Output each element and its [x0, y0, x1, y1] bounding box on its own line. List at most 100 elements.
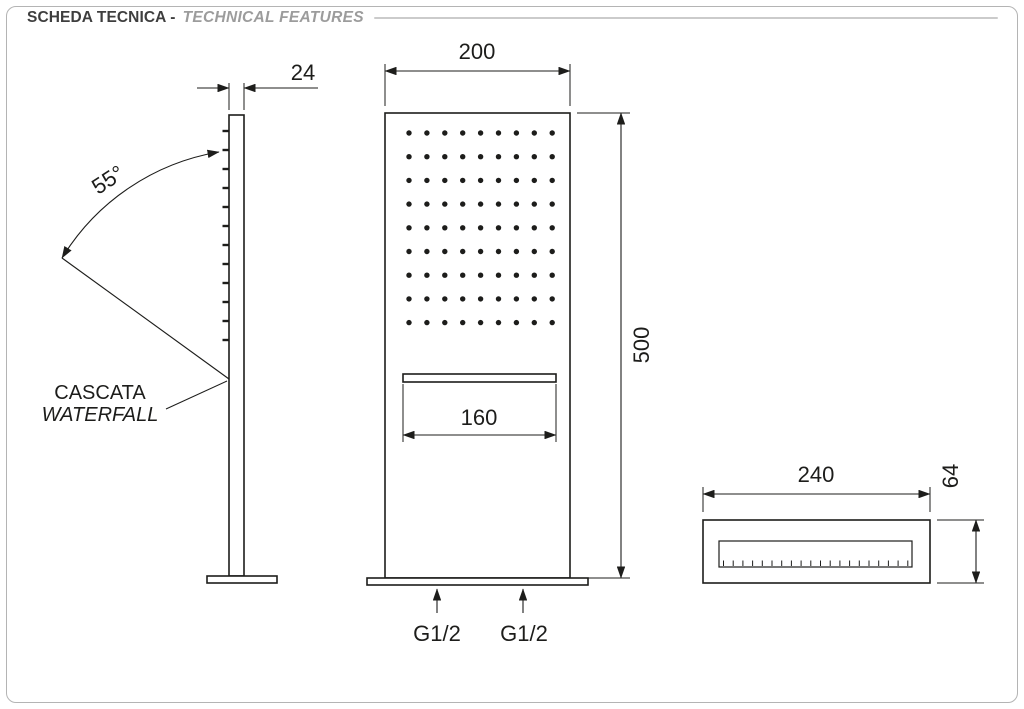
spray-nozzle-dot [406, 130, 412, 136]
spray-nozzle-dot [442, 319, 448, 326]
spray-nozzle-dot [531, 248, 537, 255]
spray-nozzle-dot [549, 248, 555, 255]
spray-nozzle-dot [495, 154, 502, 160]
spray-nozzle-dot [406, 296, 412, 302]
spray-nozzle-grid [406, 130, 555, 326]
spray-nozzle-dot [477, 201, 484, 207]
front-panel-body [384, 112, 571, 579]
dim-width: 200 [459, 39, 496, 64]
spray-nozzle-dot [424, 201, 430, 207]
sheet-title: SCHEDA TECNICA - [27, 9, 176, 26]
spray-nozzle-dot [406, 319, 412, 326]
spray-nozzle-dot [495, 272, 502, 278]
spray-nozzle-dot [424, 319, 430, 326]
spray-nozzle-dot [477, 272, 484, 278]
spray-nozzle-dot [406, 272, 412, 278]
spray-nozzle-dot [442, 248, 448, 255]
waterfall-label-en: WATERFALL [42, 404, 159, 426]
spray-nozzle-dot [513, 319, 520, 326]
spray-nozzle-dot [460, 248, 466, 255]
waterfall-label-it: CASCATA [54, 382, 146, 404]
front-view: 200 500 160 G1/2 G1/2 [366, 39, 654, 646]
side-panel-base [206, 575, 278, 584]
spray-nozzle-dot [495, 130, 502, 136]
header-rule [373, 17, 998, 19]
spray-nozzle-dot [531, 225, 537, 231]
spray-nozzle-dot [460, 319, 466, 326]
spray-nozzle-dot [495, 248, 502, 255]
spray-nozzle-dot [531, 296, 537, 302]
spray-nozzle-dot [477, 154, 484, 160]
header: SCHEDA TECNICA - TECHNICAL FEATURES [27, 9, 998, 27]
spray-nozzle-dot [442, 225, 448, 231]
spray-nozzle-dot [549, 154, 555, 160]
spray-nozzle-dot [513, 177, 520, 184]
spray-nozzle-dot [460, 177, 466, 184]
spray-nozzle-dot [477, 319, 484, 326]
spray-nozzle-dot [406, 225, 412, 231]
spray-nozzle-dot [495, 225, 502, 231]
side-view: 24 55° CASCATA WATERFALL [42, 60, 318, 584]
spray-nozzle-dot [424, 248, 430, 255]
side-panel-body [228, 114, 245, 577]
spray-nozzle-dot [513, 154, 520, 160]
spray-nozzle-dot [549, 177, 555, 184]
dim-height: 500 [629, 327, 654, 364]
spray-nozzle-dot [549, 319, 555, 326]
spray-nozzle-dot [495, 201, 502, 207]
dim-thickness: 24 [291, 60, 315, 85]
spray-nozzle-dot [424, 130, 430, 136]
dim-spout-depth: 64 [938, 464, 963, 488]
front-panel-base [366, 577, 589, 586]
spray-nozzle-dot [442, 296, 448, 302]
spray-nozzle-dot [477, 130, 484, 136]
spray-nozzle-dot [531, 319, 537, 326]
spray-nozzle-dot [531, 201, 537, 207]
waterfall-slot [402, 373, 557, 383]
spray-nozzle-dot [513, 201, 520, 207]
spray-nozzle-dot [460, 154, 466, 160]
spray-nozzle-dot [442, 177, 448, 184]
spray-nozzle-dot [406, 248, 412, 255]
spray-nozzle-dot [442, 272, 448, 278]
spout-comb [723, 560, 909, 566]
spray-nozzle-dot [549, 225, 555, 231]
spray-nozzle-dot [495, 319, 502, 326]
spray-nozzle-dot [424, 296, 430, 302]
spout-view: 240 64 [702, 462, 984, 584]
spray-nozzle-dot [424, 177, 430, 184]
spray-nozzle-dot [460, 225, 466, 231]
spray-nozzle-dot [513, 272, 520, 278]
spray-nozzle-dot [477, 225, 484, 231]
spray-nozzle-dot [460, 201, 466, 207]
side-nozzle-ticks [222, 129, 229, 342]
spray-nozzle-dot [460, 272, 466, 278]
spray-nozzle-dot [531, 272, 537, 278]
spray-nozzle-dot [531, 154, 537, 160]
spray-nozzle-dot [531, 177, 537, 184]
spray-nozzle-dot [406, 177, 412, 184]
spray-nozzle-dot [495, 296, 502, 302]
sheet-subtitle: TECHNICAL FEATURES [182, 9, 364, 26]
waterfall-leader-line [165, 380, 228, 410]
spray-nozzle-dot [495, 177, 502, 184]
spray-nozzle-dot [424, 225, 430, 231]
spray-nozzle-dot [406, 154, 412, 160]
spray-nozzle-dot [513, 225, 520, 231]
spray-direction-line [61, 257, 230, 380]
spray-nozzle-dot [477, 296, 484, 302]
spray-nozzle-dot [549, 130, 555, 136]
inlet-label-left: G1/2 [413, 621, 461, 646]
spray-nozzle-dot [549, 272, 555, 278]
spray-nozzle-dot [477, 177, 484, 184]
spray-nozzle-dot [477, 248, 484, 255]
inlet-label-right: G1/2 [500, 621, 548, 646]
dim-slot-width: 160 [461, 405, 498, 430]
spray-nozzle-dot [460, 130, 466, 136]
spray-nozzle-dot [424, 272, 430, 278]
spray-nozzle-dot [531, 130, 537, 136]
spray-nozzle-dot [442, 201, 448, 207]
spray-nozzle-dot [424, 154, 430, 160]
